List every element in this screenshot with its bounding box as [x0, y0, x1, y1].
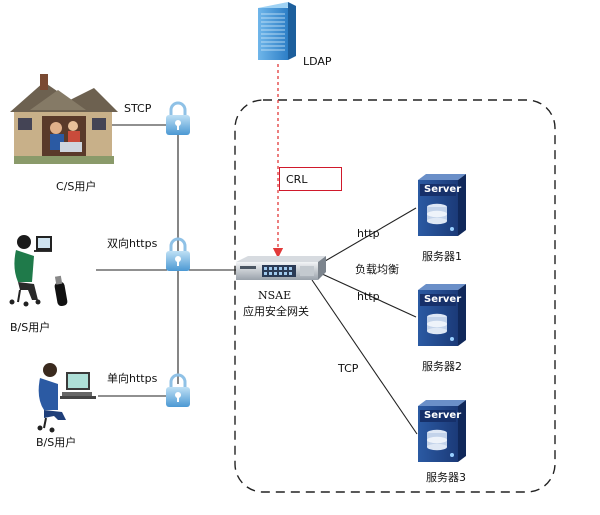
server-2-label: 服务器2 — [422, 360, 462, 373]
server-1-label: 服务器1 — [422, 250, 462, 263]
http1-label: http — [357, 227, 380, 240]
ldap-server-icon — [258, 2, 296, 60]
ldap-label: LDAP — [303, 55, 332, 68]
desktop-user-icon — [37, 363, 96, 433]
unidirectional-https-label: 单向https — [107, 372, 158, 385]
bs-user-desktop-label: B/S用户 — [36, 436, 77, 449]
usb-key-icon — [54, 275, 68, 307]
cs-user-house-icon — [10, 74, 118, 164]
server-icon-3 — [418, 400, 466, 462]
lock-icon-stcp — [166, 101, 190, 135]
crl-label: CRL — [286, 173, 308, 186]
crl-box — [279, 167, 342, 191]
server-3-tag: Server — [424, 410, 462, 421]
lock-icon-bidirectional — [166, 237, 190, 271]
line-http2 — [319, 272, 417, 318]
bs-user-usb-label: B/S用户 — [10, 321, 51, 334]
gateway-name-label: NSAE — [258, 289, 292, 302]
security-zone-boundary — [234, 99, 556, 493]
server-icon-1 — [418, 174, 466, 236]
server-1-tag: Server — [424, 184, 462, 195]
load-balance-label: 负载均衡 — [355, 263, 399, 276]
http2-label: http — [357, 290, 380, 303]
bidirectional-https-label: 双向https — [107, 237, 158, 250]
server-icon-2 — [418, 284, 466, 346]
line-http1 — [319, 207, 417, 265]
gateway-appliance-icon — [236, 256, 326, 280]
laptop-user-icon — [9, 235, 52, 307]
tcp-label: TCP — [338, 362, 359, 375]
cs-user-label: C/S用户 — [56, 180, 97, 193]
gateway-desc-label: 应用安全网关 — [243, 305, 309, 318]
lock-icon-unidirectional — [166, 373, 190, 407]
stcp-label: STCP — [124, 102, 152, 115]
line-tcp — [311, 279, 418, 435]
server-3-label: 服务器3 — [426, 471, 466, 484]
server-2-tag: Server — [424, 294, 462, 305]
